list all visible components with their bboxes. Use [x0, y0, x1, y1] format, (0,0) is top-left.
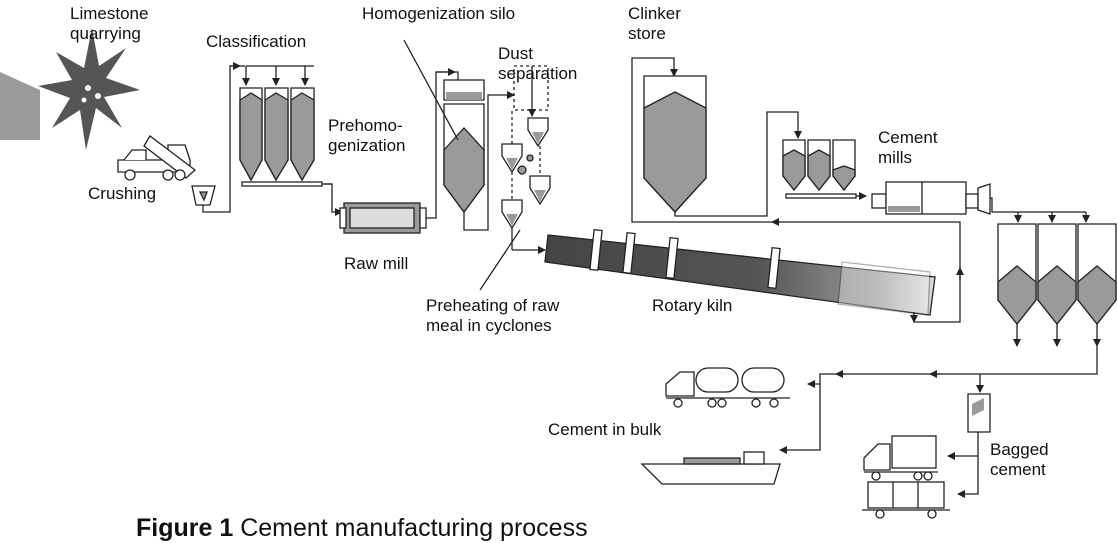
cement-mill-icon — [871, 181, 991, 215]
figure-number: Figure 1 — [136, 514, 234, 542]
label-bagged-cement: Bagged cement — [990, 440, 1049, 479]
label-rotary-kiln: Rotary kiln — [652, 296, 733, 315]
label-cement-in-bulk: Cement in bulk — [548, 420, 662, 439]
label-crushing: Crushing — [88, 184, 157, 203]
label-prehomogenization: Prehomo- genization — [328, 116, 406, 155]
label-preheating: Preheating of raw meal in cyclones — [426, 296, 560, 335]
rotary-kiln — [544, 228, 936, 323]
label-limestone-quarrying: Limestone quarrying — [70, 4, 149, 43]
bagging-machine-icon — [967, 393, 991, 433]
label-classification: Classification — [206, 32, 307, 51]
label-raw-mill: Raw mill — [344, 254, 409, 273]
label-homogenization-silo: Homogenization silo — [362, 4, 516, 23]
bulk-tanker-icon — [665, 367, 790, 408]
cement-silos — [997, 223, 1117, 347]
bag-truck-icon — [863, 435, 938, 481]
label-dust-separation: Dust separation — [498, 44, 578, 83]
label-cement-mills: Cement mills — [878, 128, 938, 167]
cement-feed-silos — [782, 139, 867, 200]
dump-truck-icon — [117, 135, 197, 181]
rail-wagon-icon — [862, 481, 950, 519]
clinker-store — [631, 57, 707, 213]
raw-mill-icon — [339, 202, 427, 234]
preheater-cyclones — [479, 65, 551, 291]
figure-caption: Figure 1 Cement manufacturing process — [136, 514, 588, 543]
quarry-icon — [0, 28, 140, 150]
classification-silos — [230, 65, 332, 187]
crusher-icon — [191, 185, 216, 206]
ship-icon — [640, 451, 781, 485]
label-clinker-store: Clinker store — [628, 4, 681, 43]
figure-caption-text: Cement manufacturing process — [240, 514, 588, 542]
homogenization-silo — [403, 39, 485, 214]
